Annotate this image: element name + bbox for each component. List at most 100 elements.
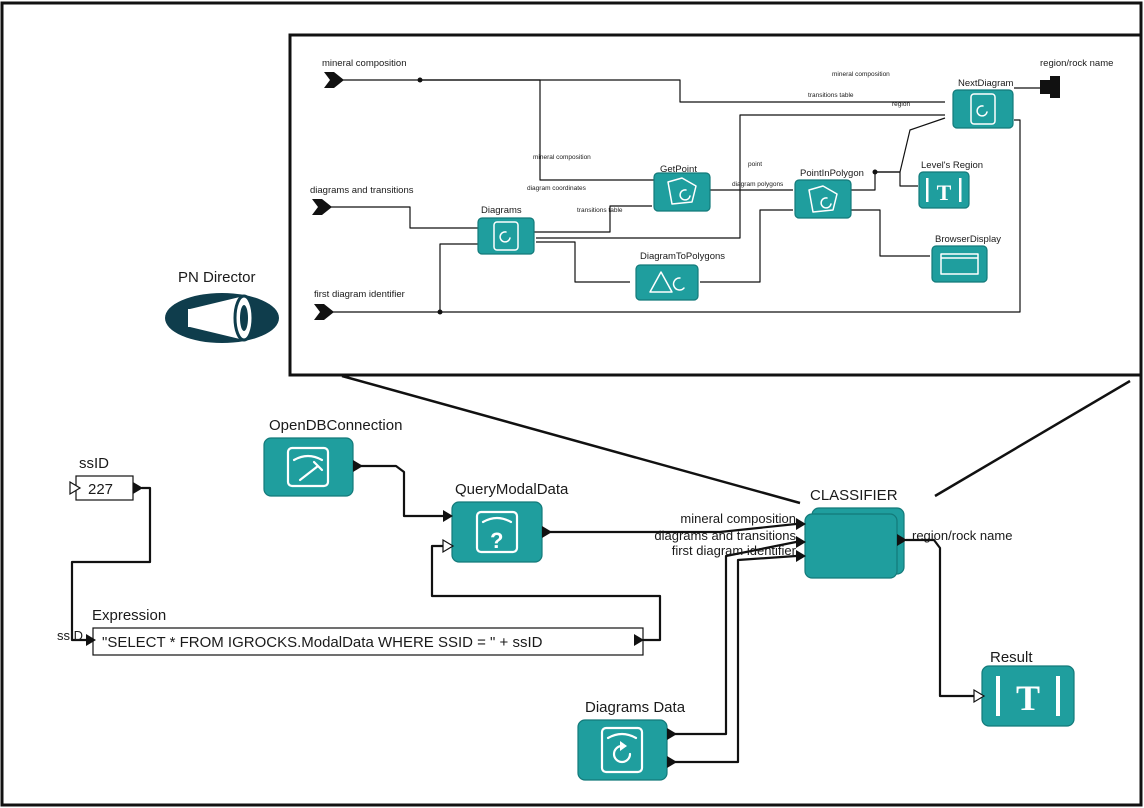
database-refresh-icon <box>970 93 996 125</box>
ssid-constant[interactable]: ssID 227 <box>69 455 143 501</box>
inner-input-first-label: first diagram identifier <box>314 289 405 300</box>
inner-wires <box>328 77 1040 315</box>
map-point-icon <box>667 177 697 205</box>
svg-text:T: T <box>937 180 952 205</box>
diagrams-data-body <box>577 719 668 781</box>
classifier-zoom-panel: mineral composition diagrams and transit… <box>288 33 1143 377</box>
wire-label-transitions-table-b: transitions table <box>808 92 854 99</box>
inner-diagrams-body <box>477 217 535 255</box>
database-refresh-icon <box>600 726 644 774</box>
inner-diagram-to-polygons-actor[interactable]: DiagramToPolygons <box>635 251 725 301</box>
wire-label-mineral-composition-a: mineral composition <box>533 154 591 161</box>
inner-diagrams-actor[interactable]: Diagrams <box>477 205 535 255</box>
inner-diagram-to-polygons-label: DiagramToPolygons <box>640 251 725 262</box>
inner-input-mineral-port[interactable] <box>324 72 344 88</box>
ssid-input-port[interactable] <box>69 480 82 496</box>
diagrams-data-actor[interactable]: Diagrams Data <box>577 699 686 781</box>
text-display-icon: T <box>996 676 1060 718</box>
classifier-output-port[interactable] <box>897 534 907 546</box>
inner-input-diagrams-port[interactable] <box>312 199 332 215</box>
diagrams-data-output-port-1[interactable] <box>667 756 677 768</box>
classifier-input-1: diagrams and transitions <box>654 528 796 543</box>
wire-label-diagram-coordinates: diagram coordinates <box>527 185 587 192</box>
expression-text: "SELECT * FROM IGROCKS.ModalData WHERE S… <box>102 634 543 651</box>
classifier-body <box>804 513 898 579</box>
browser-window-icon <box>940 253 979 275</box>
open-db-output-port[interactable] <box>353 460 363 472</box>
zoom-line-left <box>341 374 801 505</box>
text-display-icon: T <box>926 178 962 205</box>
inner-getpoint-actor[interactable]: GetPoint <box>653 164 711 212</box>
database-refresh-icon <box>493 221 519 251</box>
inner-input-diagrams-label: diagrams and transitions <box>310 185 414 196</box>
triangle-refresh-icon <box>649 271 685 293</box>
open-db-connection-actor[interactable]: OpenDBConnection <box>263 417 402 497</box>
inner-browser-display-body <box>931 245 988 283</box>
ssid-output-port[interactable] <box>133 482 143 494</box>
wire-label-mineral-composition-b: mineral composition <box>832 71 890 78</box>
ssid-value: 227 <box>88 481 113 498</box>
result-actor[interactable]: Result T <box>973 649 1075 727</box>
inner-input-first-port[interactable] <box>314 304 334 320</box>
query-input-port-bottom[interactable] <box>442 538 455 554</box>
ssid-label: ssID <box>79 455 109 472</box>
classifier-label: CLASSIFIER <box>810 487 898 504</box>
inner-point-in-polygon-actor[interactable]: PointInPolygon <box>794 168 864 219</box>
inner-browser-display-actor[interactable]: BrowserDisplay <box>931 234 1001 283</box>
inner-input-mineral-label: mineral composition <box>322 58 406 69</box>
wire-label-transitions-table-a: transitions table <box>577 207 623 214</box>
inner-next-diagram-actor[interactable]: NextDiagram <box>952 78 1014 129</box>
inner-input-first[interactable]: first diagram identifier <box>314 289 405 320</box>
classifier-input-2: first diagram identifier <box>672 543 797 558</box>
inner-getpoint-label: GetPoint <box>660 164 697 175</box>
svg-text:?: ? <box>490 528 503 553</box>
classifier-output-label: region/rock name <box>912 528 1012 543</box>
inner-output-region[interactable]: region/rock name <box>1040 58 1113 98</box>
expression-box <box>92 627 644 656</box>
database-wrench-icon <box>286 446 330 488</box>
diagrams-data-label: Diagrams Data <box>585 699 686 716</box>
inner-output-label: region/rock name <box>1040 58 1113 69</box>
classifier-input-port-1[interactable] <box>796 536 806 548</box>
open-db-label: OpenDBConnection <box>269 417 402 434</box>
diagrams-data-output-port-0[interactable] <box>667 728 677 740</box>
result-label: Result <box>990 649 1033 666</box>
wire-label-diagram-polygons: diagram polygons <box>732 181 784 188</box>
megaphone-icon <box>165 293 279 343</box>
inner-input-diagrams[interactable]: diagrams and transitions <box>310 185 414 215</box>
expression-label: Expression <box>92 607 166 624</box>
inner-levels-region-body <box>918 171 970 209</box>
inner-output-port[interactable] <box>1040 76 1060 98</box>
svg-text:T: T <box>1016 678 1040 718</box>
inner-point-in-polygon-label: PointInPolygon <box>800 168 864 179</box>
inner-levels-region-label: Level's Region <box>921 160 983 171</box>
query-output-port[interactable] <box>542 526 552 538</box>
classifier-input-port-0[interactable] <box>796 518 806 530</box>
pn-director[interactable]: PN Director <box>165 269 279 343</box>
inner-browser-display-label: BrowserDisplay <box>935 234 1001 245</box>
query-input-port-top[interactable] <box>443 510 453 522</box>
inner-next-diagram-label: NextDiagram <box>958 78 1014 89</box>
wire-label-region: region <box>892 101 910 108</box>
expression-output-port[interactable] <box>634 634 644 646</box>
classifier-actor[interactable]: CLASSIFIER mineral composition diagrams … <box>654 487 1012 579</box>
pn-director-label: PN Director <box>178 269 256 286</box>
open-db-body <box>263 437 354 497</box>
outer-wires <box>70 464 977 764</box>
query-modal-data-actor[interactable]: QueryModalData ? <box>442 481 569 563</box>
expression-port-label: ssID <box>57 628 83 643</box>
result-input-port[interactable] <box>973 688 986 704</box>
inner-input-mineral[interactable]: mineral composition <box>322 58 406 88</box>
map-point-icon <box>808 185 838 213</box>
classifier-input-port-2[interactable] <box>796 550 806 562</box>
inner-wire-labels: mineral composition diagram coordinates … <box>527 71 910 214</box>
query-label: QueryModalData <box>455 481 569 498</box>
zoom-line-right <box>934 379 1131 498</box>
expression-input-port[interactable] <box>86 634 96 646</box>
classifier-input-0: mineral composition <box>680 511 796 526</box>
inner-diagrams-label: Diagrams <box>481 205 522 216</box>
inner-levels-region-actor[interactable]: Level's Region T <box>918 160 983 209</box>
expression-actor[interactable]: Expression ssID "SELECT * FROM IGROCKS.M… <box>57 607 644 656</box>
